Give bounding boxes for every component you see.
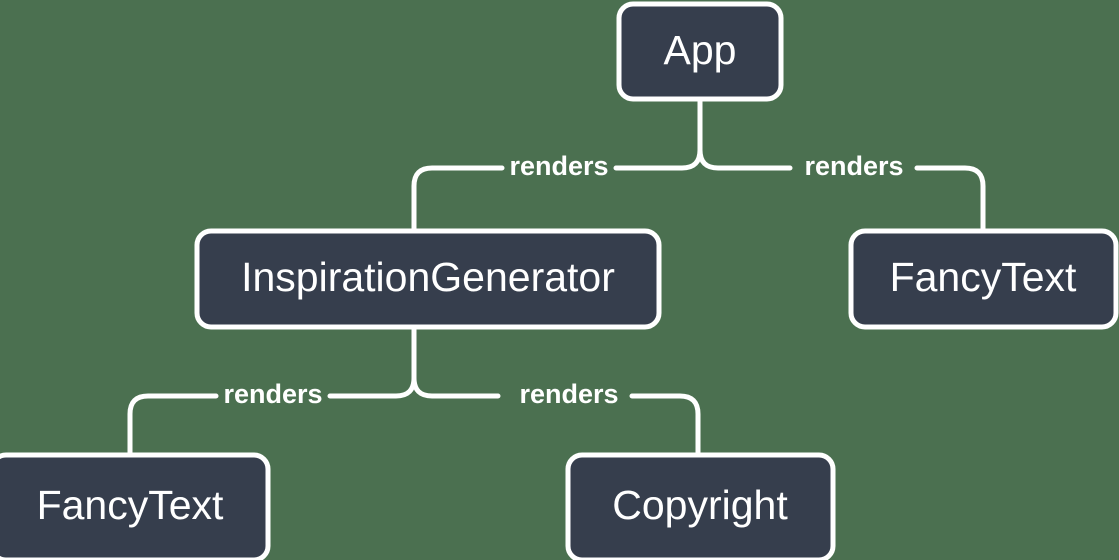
node-copyright[interactable]: Copyright — [565, 452, 836, 560]
node-inspiration-generator-label: InspirationGenerator — [241, 254, 615, 300]
node-copyright-box[interactable] — [565, 452, 836, 560]
node-fancytext-bottom[interactable]: FancyText — [0, 452, 271, 560]
node-fancytext-right-label: FancyText — [890, 254, 1077, 300]
node-copyright-label: Copyright — [612, 482, 788, 528]
node-app-box[interactable] — [616, 1, 784, 102]
node-app[interactable]: App — [616, 1, 784, 102]
node-fancytext-bottom-box[interactable] — [0, 452, 271, 560]
edge-labels-layer: renders renders renders renders — [223, 151, 903, 409]
node-fancytext-right[interactable]: FancyText — [848, 228, 1119, 330]
node-fancytext-bottom-label: FancyText — [37, 482, 224, 528]
edge-inspiration-generator-to-copyright — [411, 375, 701, 458]
node-inspiration-generator[interactable]: InspirationGenerator — [194, 228, 662, 330]
edge-label-renders-1: renders — [509, 151, 608, 181]
edge-label-renders-3: renders — [223, 379, 322, 409]
node-app-label: App — [664, 27, 737, 73]
edge-label-renders-2: renders — [804, 151, 903, 181]
edges-layer — [127, 96, 986, 458]
edge-label-renders-4: renders — [519, 379, 618, 409]
node-fancytext-right-box[interactable] — [848, 228, 1119, 330]
node-inspiration-generator-box[interactable] — [194, 228, 662, 330]
edge-app-to-fancytext-right — [697, 147, 986, 234]
